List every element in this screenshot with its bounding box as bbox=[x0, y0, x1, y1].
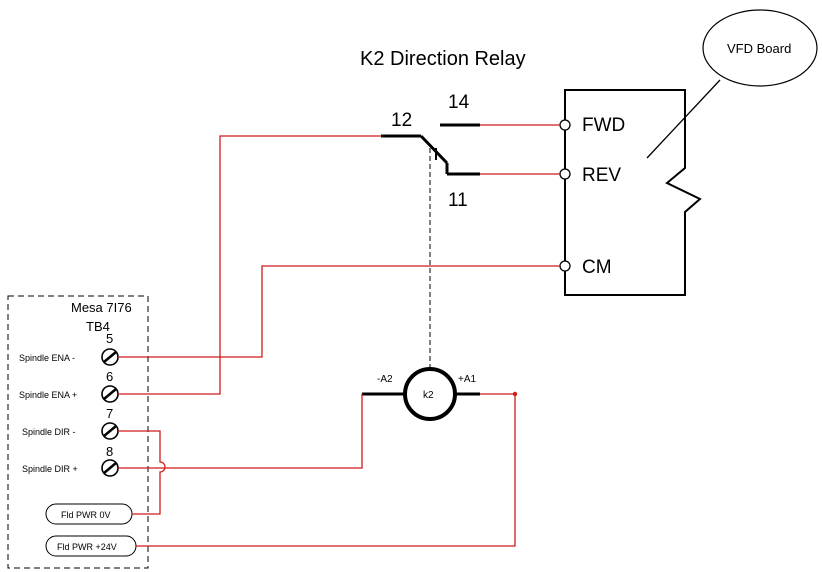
vfd-terminal-fwd bbox=[559, 119, 571, 131]
coil-label-plus: +A1 bbox=[458, 374, 477, 385]
tb4-label-5: Spindle ENA - bbox=[19, 353, 75, 363]
relay-coil-k2 bbox=[403, 367, 457, 421]
tb4-screw-8 bbox=[101, 459, 119, 477]
mesa-7i76-enclosure bbox=[7, 295, 149, 569]
wire-junction-dot bbox=[512, 391, 518, 397]
vfd-terminal-rev bbox=[559, 168, 571, 180]
vfd-label-cm: CM bbox=[582, 257, 612, 278]
wire-dir-plus-to-coil-a2 bbox=[118, 394, 363, 469]
wire-coil-a1-to-24v bbox=[136, 393, 516, 547]
tb4-number-8: 8 bbox=[106, 444, 113, 459]
vfd-bubble-label: VFD Board bbox=[727, 41, 791, 56]
vfd-label-fwd: FWD bbox=[582, 115, 625, 136]
mesa-block-label: TB4 bbox=[86, 319, 110, 334]
tb4-label-8: Spindle DIR + bbox=[22, 464, 78, 474]
relay-label-12: 12 bbox=[391, 110, 412, 131]
diagram-title: K2 Direction Relay bbox=[360, 48, 526, 70]
vfd-terminal-cm bbox=[559, 260, 571, 272]
tb4-number-7: 7 bbox=[106, 406, 113, 421]
coil-label-minus: -A2 bbox=[377, 374, 393, 385]
tb4-screw-5 bbox=[101, 348, 119, 366]
relay-label-11: 11 bbox=[448, 190, 468, 211]
vfd-callout-leader bbox=[646, 79, 721, 159]
vfd-label-rev: REV bbox=[582, 165, 621, 186]
tb4-label-6: Spindle ENA + bbox=[19, 390, 77, 400]
tb4-screw-6 bbox=[101, 385, 119, 403]
vfd-board-box bbox=[564, 89, 702, 296]
tb4-number-5: 5 bbox=[106, 331, 113, 346]
fld-pwr-0v-label: Fld PWR 0V bbox=[61, 510, 111, 520]
fld-pwr-24v-label: Fld PWR +24V bbox=[57, 542, 117, 552]
vfd-callout-bubble bbox=[702, 9, 818, 87]
relay-label-14: 14 bbox=[448, 92, 470, 113]
coil-label: k2 bbox=[423, 390, 434, 401]
tb4-number-6: 6 bbox=[106, 369, 113, 384]
wire-ena-plus-to-relay-12 bbox=[118, 135, 381, 395]
wire-ena-minus-to-cm bbox=[118, 265, 560, 358]
tb4-screw-7 bbox=[101, 422, 119, 440]
tb4-label-7: Spindle DIR - bbox=[22, 427, 76, 437]
mesa-title: Mesa 7I76 bbox=[71, 300, 132, 315]
wire-dir-minus-to-0v bbox=[118, 430, 166, 515]
relay-switch-arm bbox=[419, 134, 449, 165]
